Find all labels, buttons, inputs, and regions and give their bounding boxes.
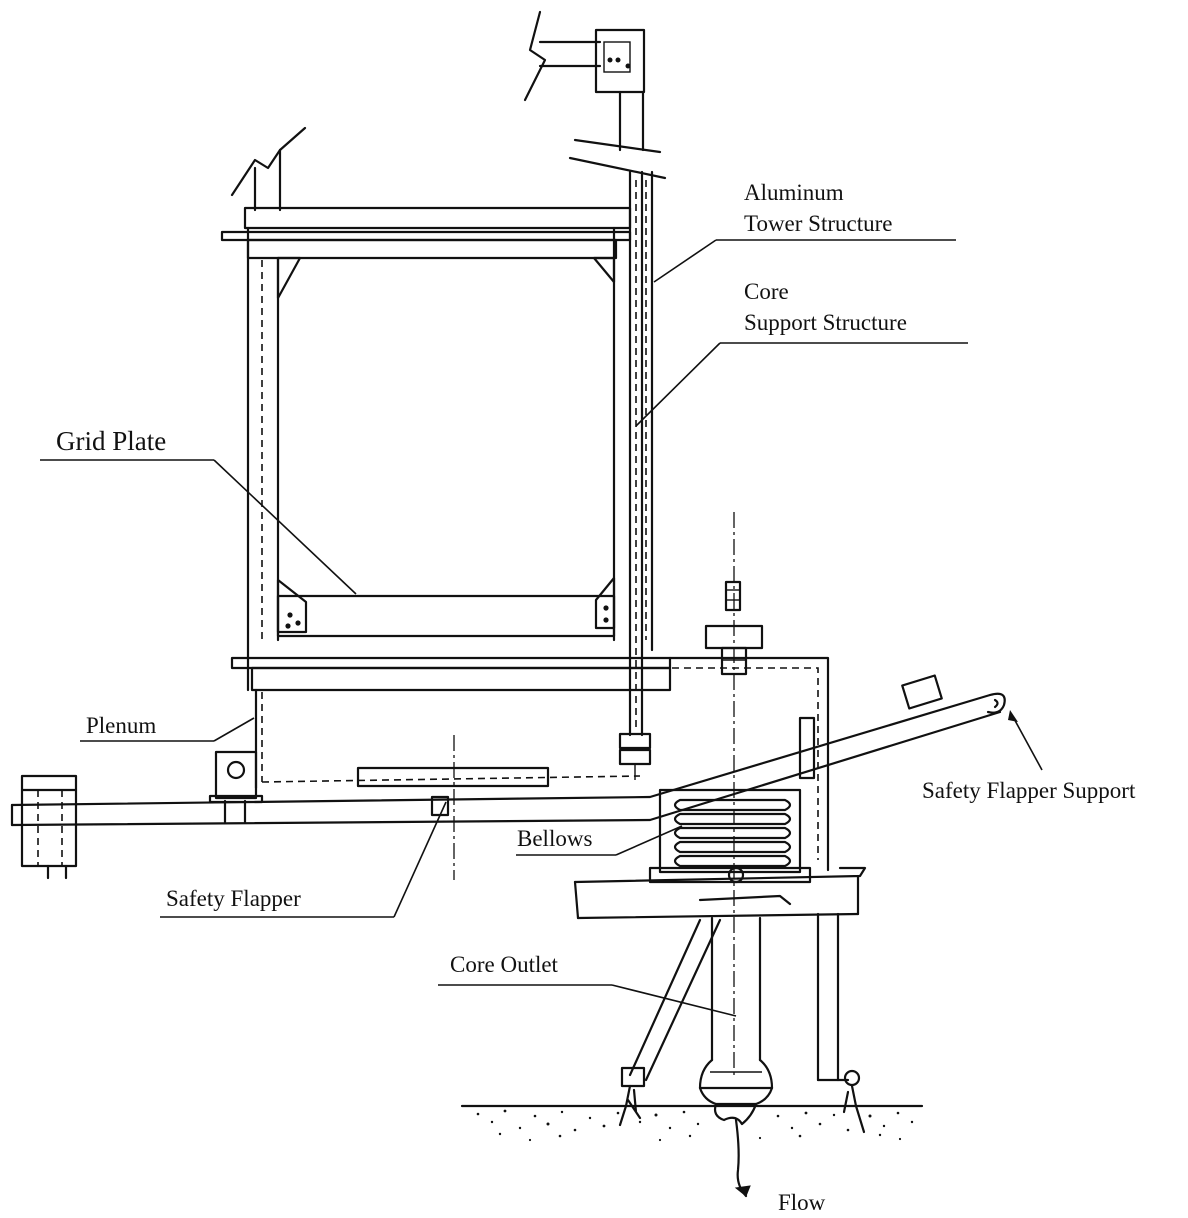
- label-plenum: Plenum: [86, 713, 157, 738]
- label-bellows: Bellows: [517, 826, 593, 851]
- flow-arrow: [734, 1118, 751, 1198]
- label-safety-flapper-support: Safety Flapper Support: [922, 778, 1136, 803]
- bellows: [648, 788, 812, 884]
- label-safety-flapper: Safety Flapper: [166, 886, 301, 911]
- label-tower-structure: Tower Structure: [744, 211, 893, 236]
- label-aluminum: Aluminum: [744, 180, 844, 205]
- label-support-structure: Support Structure: [744, 310, 907, 335]
- label-core: Core: [744, 279, 789, 304]
- upper-tower-fragment: [523, 10, 667, 180]
- label-flow: Flow: [778, 1190, 826, 1215]
- leader-lines: [40, 239, 1043, 1017]
- left-tower-break: [230, 126, 307, 212]
- rod-nuts: [618, 732, 652, 780]
- safety-flapper-beam: [10, 674, 1006, 880]
- ground: [460, 1084, 924, 1142]
- bolt-assembly: [704, 580, 764, 676]
- label-grid-plate: Grid Plate: [56, 426, 167, 456]
- label-core-outlet: Core Outlet: [450, 952, 558, 977]
- core-frame: [220, 170, 672, 737]
